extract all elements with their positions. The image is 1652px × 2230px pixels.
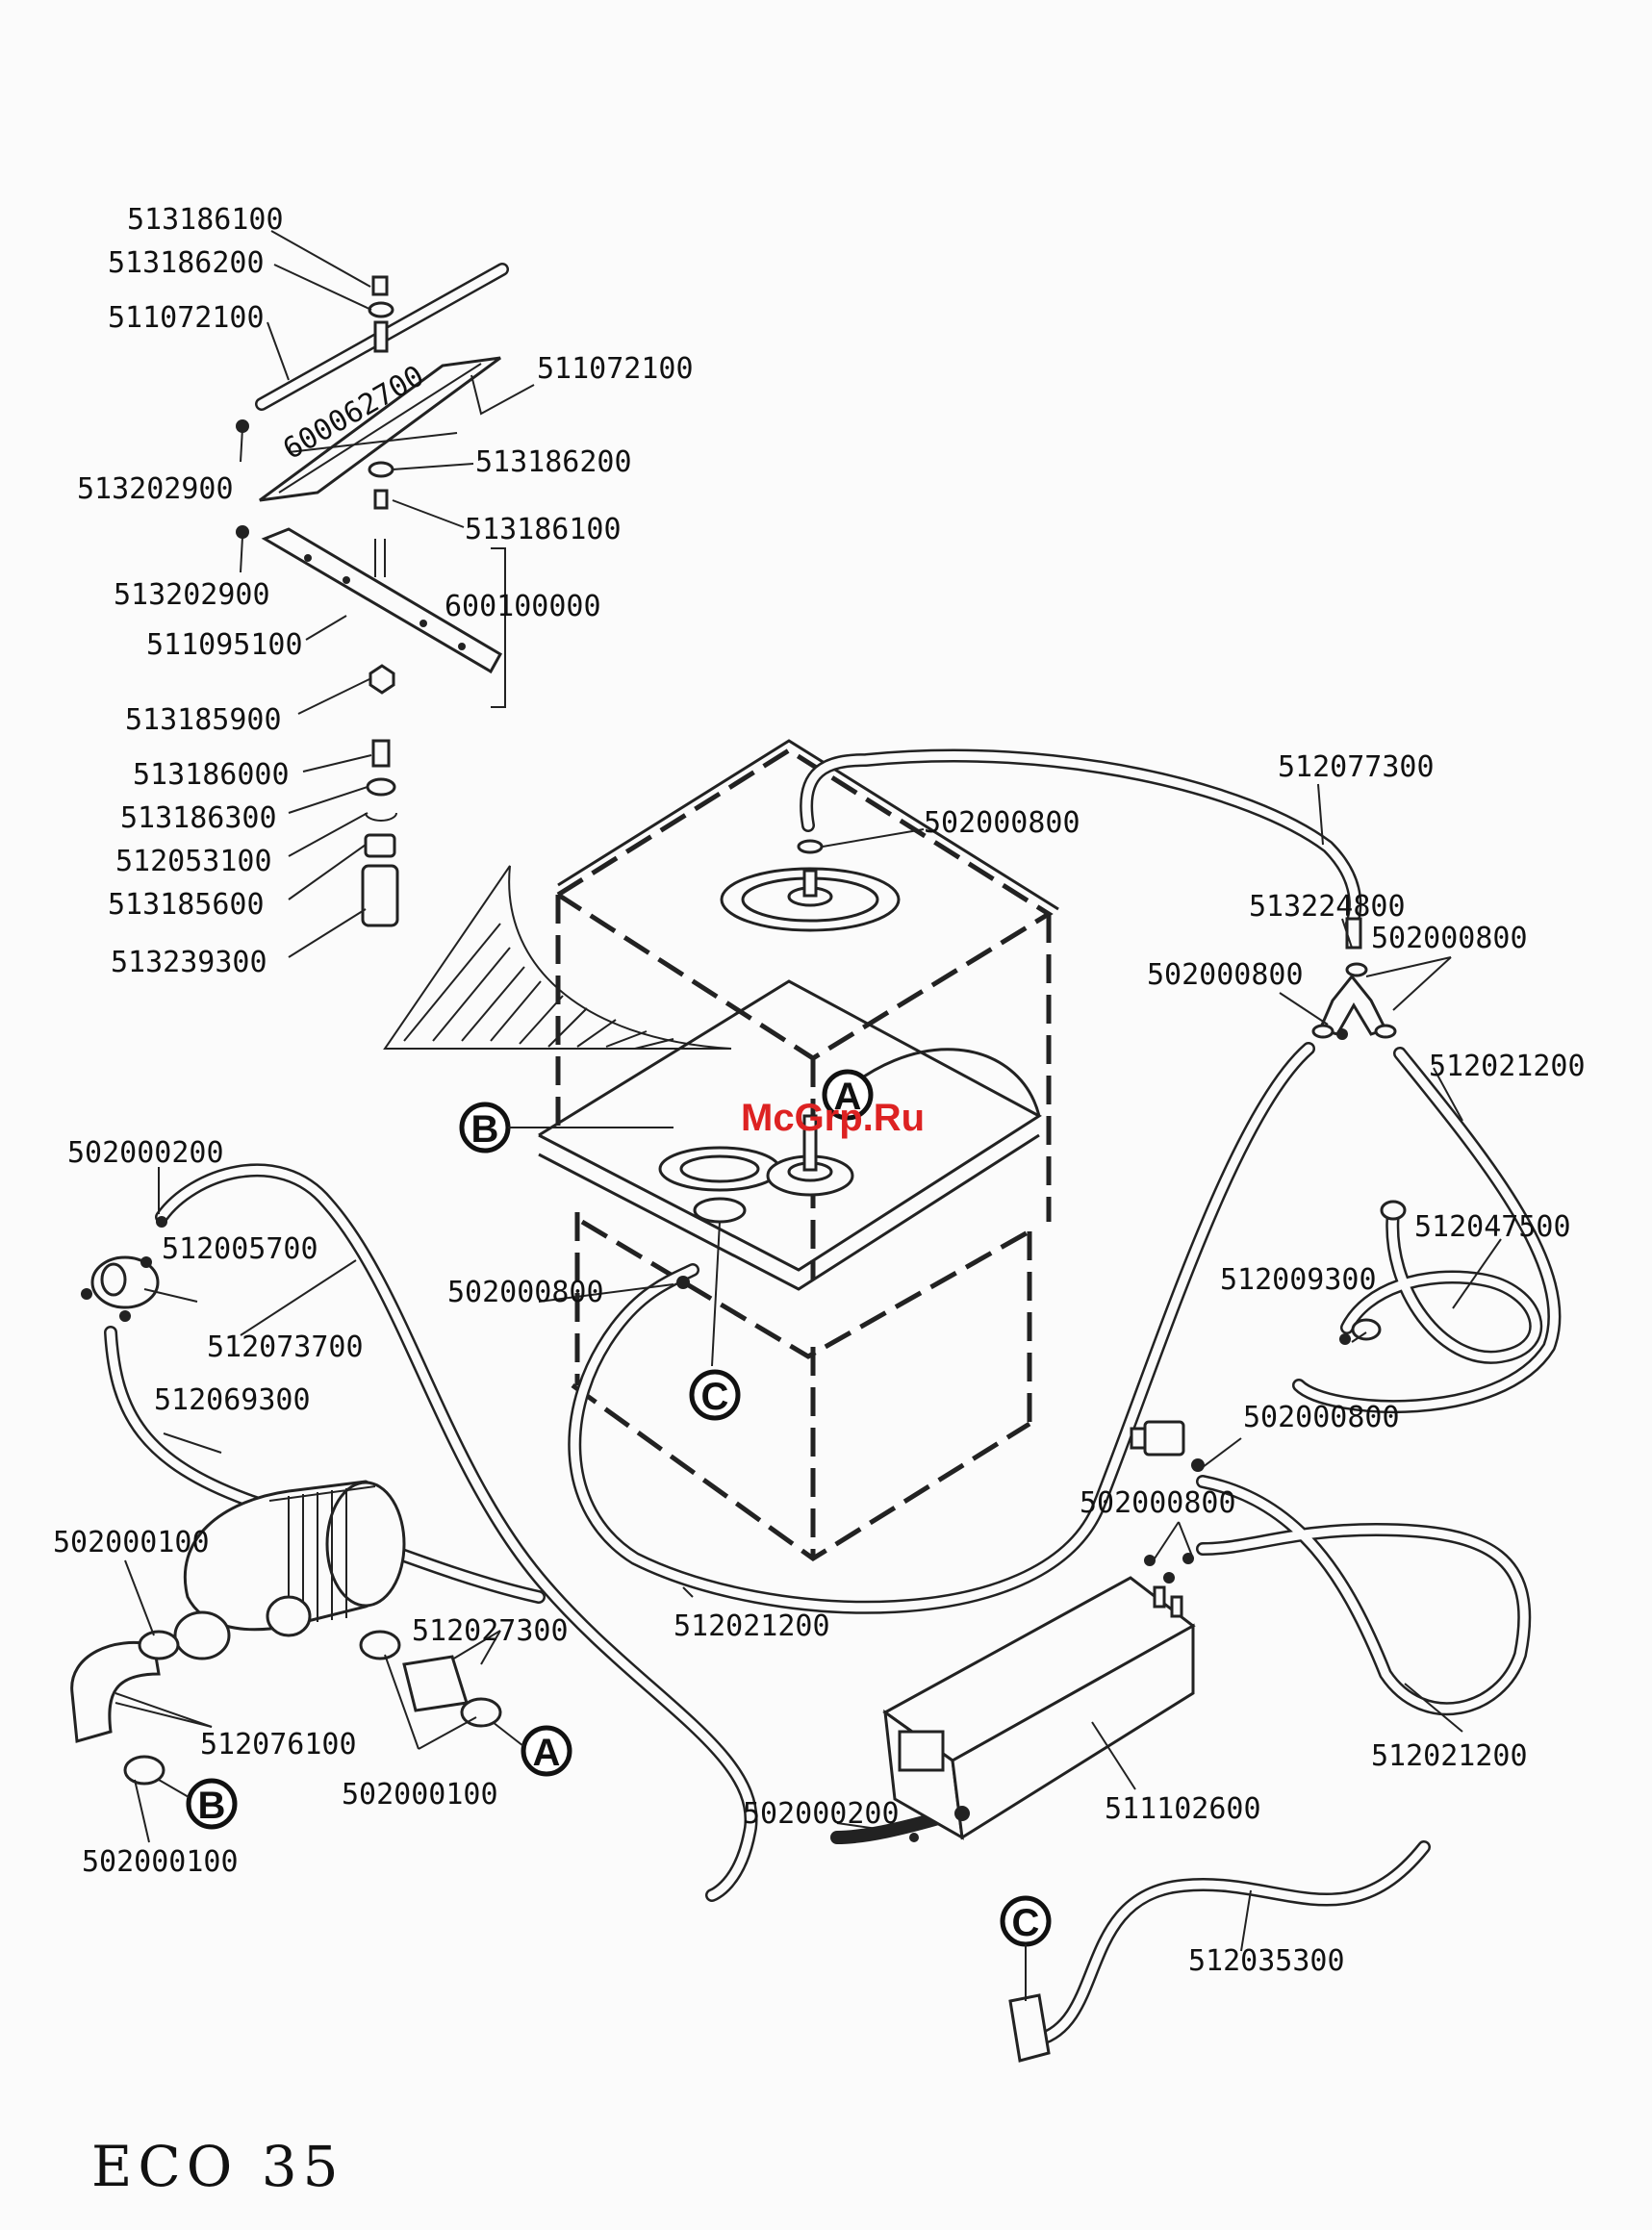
part-label: 502000200 [67, 1136, 224, 1170]
part-label: 502000100 [82, 1845, 239, 1879]
part-label: 512076100 [200, 1728, 357, 1761]
part-label: 512035300 [1188, 1944, 1345, 1978]
callout-b-bottom: B [158, 1778, 238, 1830]
part-label: 513185900 [125, 703, 282, 737]
top-spray-plate [720, 839, 901, 932]
heater-box [882, 1553, 1196, 1842]
part-label: 512021200 [674, 1609, 830, 1643]
part-label: 512021200 [1371, 1739, 1528, 1773]
part-label: 502000800 [1243, 1401, 1400, 1434]
part-label: 502000200 [743, 1797, 900, 1831]
part-label: 512077300 [1278, 750, 1435, 784]
part-label: 513202900 [77, 472, 234, 506]
part-label: 513185600 [108, 888, 265, 922]
fitting-dot [676, 1276, 690, 1289]
part-label: 513186200 [108, 246, 265, 280]
part-label: 513239300 [111, 946, 267, 979]
spray-arm-assembly [236, 263, 509, 927]
part-label: 502000100 [53, 1526, 210, 1559]
svg-text:A: A [533, 1732, 561, 1774]
part-label: 513186100 [465, 513, 622, 546]
svg-text:C: C [701, 1376, 729, 1418]
leader-lines [114, 230, 1502, 1952]
callout-a-top: A [822, 1069, 874, 1121]
callout-c-bottom: C [1000, 1895, 1052, 2001]
tank-frame [538, 739, 1059, 1562]
svg-text:C: C [1012, 1902, 1040, 1944]
part-label: 512073700 [207, 1330, 364, 1364]
part-label: 512005700 [162, 1232, 318, 1266]
part-label: 513186100 [127, 203, 284, 237]
callout-a-bottom: A [492, 1721, 572, 1777]
part-label: 502000800 [1371, 922, 1528, 955]
part-label: 512027300 [412, 1614, 569, 1648]
part-label: 600100000 [445, 590, 601, 623]
part-label: 513202900 [114, 578, 270, 612]
callout-b-top: B [459, 1102, 674, 1153]
part-label: 511102600 [1105, 1792, 1261, 1826]
fitting-dot [156, 1216, 167, 1228]
part-label: 511095100 [146, 628, 303, 662]
part-label: 512069300 [154, 1383, 311, 1417]
fitting-dot [1336, 1028, 1348, 1040]
hatched-sump [383, 865, 732, 1050]
part-label: 512053100 [115, 845, 272, 878]
part-label: 502000800 [1080, 1486, 1236, 1520]
inlet-valve [1130, 1200, 1407, 1472]
sump-fittings [658, 1114, 854, 1224]
part-label: 513186000 [133, 758, 290, 792]
wash-motor [70, 1480, 502, 1786]
part-label: 502000800 [447, 1276, 604, 1309]
part-labels: 513186100 513186200 511072100 511072100 … [53, 203, 1586, 1978]
model-title: ECO 35 [91, 2134, 344, 2199]
part-label: 502000100 [342, 1778, 498, 1812]
part-label: 502000800 [1147, 958, 1304, 992]
part-label: 512021200 [1429, 1050, 1586, 1083]
part-label: 512047500 [1414, 1210, 1571, 1244]
part-label: 512009300 [1220, 1263, 1377, 1297]
callout-c-middle: C [689, 1369, 741, 1421]
y-connector [1311, 917, 1397, 1039]
part-label: 513224800 [1249, 890, 1406, 924]
svg-text:A: A [834, 1076, 862, 1118]
part-label: 513186200 [475, 445, 632, 479]
drain-pump [81, 1255, 160, 1322]
svg-text:B: B [471, 1108, 499, 1151]
part-label: 511072100 [537, 352, 694, 386]
part-label: 513186300 [120, 801, 277, 835]
watermark: McGrp.Ru [741, 1097, 925, 1139]
part-label: 502000800 [924, 806, 1080, 840]
svg-text:B: B [198, 1785, 226, 1827]
part-label: 511072100 [108, 301, 265, 335]
